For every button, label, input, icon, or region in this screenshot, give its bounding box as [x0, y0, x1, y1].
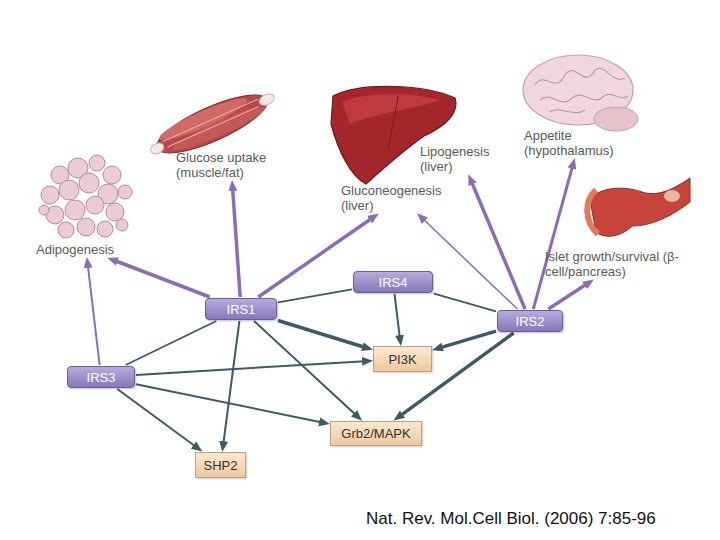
brain-illustration — [523, 55, 638, 131]
brain-gyri — [540, 94, 628, 102]
outcome-label: Lipogenesis (liver) — [420, 144, 504, 174]
outcome-label: Gluconeogenesis (liver) — [341, 183, 461, 213]
signal-arrow — [136, 361, 365, 375]
fat-cell — [41, 186, 59, 204]
signal-arrow — [126, 321, 217, 365]
node-label: Grb2/MAPK — [341, 426, 410, 441]
fat-cell — [118, 185, 132, 199]
signal-arrow — [434, 294, 496, 312]
fat-cell — [58, 222, 74, 238]
fat-cell — [86, 196, 104, 214]
outcome-text: Islet growth/survival (β-cell/pancreas) — [545, 249, 690, 279]
node-label: SHP2 — [204, 458, 238, 473]
fat-cell — [97, 221, 113, 237]
tendon — [257, 92, 276, 108]
outcome-text: Glucose uptake (muscle/fat) — [176, 150, 286, 180]
outcome-label: Islet growth/survival (β-cell/pancreas) — [545, 249, 690, 279]
outcome-text: Appetite (hypothalamus) — [524, 128, 634, 158]
signal-arrow — [223, 321, 239, 444]
signal-arrow — [278, 289, 352, 302]
signal-arrow — [136, 384, 322, 422]
liver-highlight — [342, 94, 440, 124]
fat-cell — [89, 155, 105, 171]
fat-cells-illustration — [39, 155, 132, 238]
effector-box: SHP2 — [195, 452, 246, 478]
signal-arrow — [278, 321, 365, 348]
node-label: IRS3 — [87, 370, 116, 385]
outcome-label: Adipogenesis — [36, 242, 136, 257]
fat-cell — [39, 205, 49, 215]
muscle-fibre — [170, 102, 267, 155]
node-label: IRS1 — [227, 302, 256, 317]
outcome-label: Glucose uptake (muscle/fat) — [176, 150, 286, 180]
tendon — [149, 141, 166, 156]
signal-arrow — [117, 389, 196, 447]
substrate-box: IRS1 — [205, 298, 277, 320]
outcome-text: Lipogenesis (liver) — [420, 144, 504, 174]
brain-cerebellum — [594, 107, 638, 131]
fat-cell — [77, 218, 95, 236]
duodenum — [587, 190, 598, 234]
outcome-label: Appetite (hypothalamus) — [524, 128, 634, 158]
outcome-text: Adipogenesis — [36, 242, 136, 257]
brain-gyri — [550, 110, 585, 113]
pancreas-body — [590, 178, 690, 236]
muscle-stripe — [163, 99, 258, 141]
fat-cell — [103, 166, 121, 184]
substrate-box: IRS4 — [353, 271, 433, 293]
fat-cell — [59, 180, 79, 200]
effect-arrow — [88, 265, 100, 365]
effect-arrow — [233, 188, 241, 297]
node-label: IRS2 — [516, 314, 545, 329]
fat-cell — [106, 203, 124, 221]
effector-box: PI3K — [373, 346, 432, 372]
substrate-box: IRS3 — [67, 366, 135, 388]
pancreas-illustration — [587, 178, 690, 236]
node-label: IRS4 — [379, 275, 408, 290]
effect-arrow — [533, 166, 572, 309]
effector-box: Grb2/MAPK — [330, 421, 422, 446]
effect-arrow — [471, 182, 525, 310]
fat-cell — [116, 219, 128, 231]
liver-lobe-line — [388, 96, 398, 150]
brain-gyri — [535, 68, 625, 85]
signal-arrow — [254, 321, 356, 415]
signal-arrow — [395, 294, 400, 338]
effect-arrow — [115, 261, 210, 298]
muscle-stripe — [168, 106, 259, 147]
substrate-box: IRS2 — [497, 310, 563, 332]
fat-cell — [79, 173, 99, 193]
outcome-text: Gluconeogenesis (liver) — [341, 183, 461, 213]
signal-arrow — [440, 331, 496, 348]
pancreas-tail — [664, 190, 680, 202]
node-label: PI3K — [388, 352, 416, 367]
fat-cell — [65, 200, 85, 220]
citation-caption: Nat. Rev. Mol.Cell Biol. (2006) 7:85-96 — [366, 509, 656, 529]
effect-arrow — [548, 284, 587, 309]
